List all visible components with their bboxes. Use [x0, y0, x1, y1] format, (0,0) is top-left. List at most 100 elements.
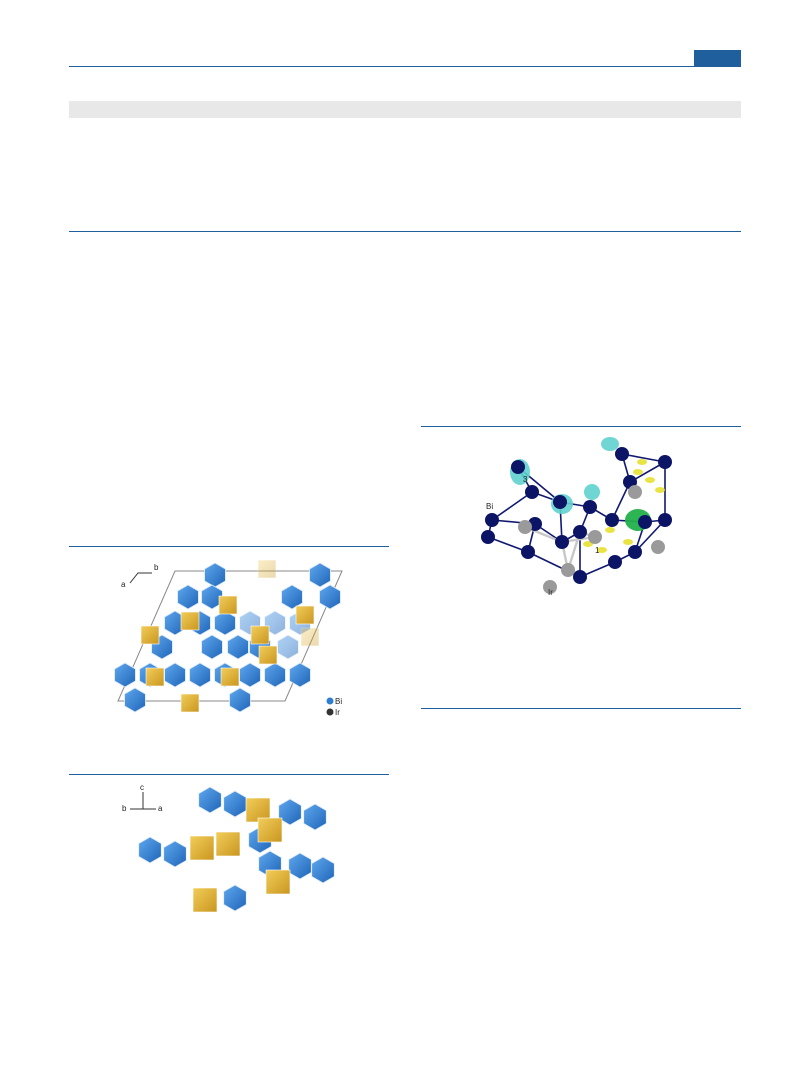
bi-polyhedron [124, 687, 146, 713]
bi-polyhedron [189, 662, 211, 688]
basin-cyan [601, 437, 619, 451]
legend-bi-swatch [326, 697, 334, 705]
axis-b-label: b [154, 563, 159, 572]
bi-polyhedron [319, 584, 341, 610]
bi-polyhedron [309, 562, 331, 588]
bi-polyhedron [163, 840, 187, 868]
header-rule [69, 66, 741, 67]
header-tab [694, 50, 741, 66]
bi-atom [481, 530, 495, 544]
basin-label-1: 1 [595, 546, 600, 555]
bi-atom [615, 447, 629, 461]
basin-yellow [633, 469, 643, 475]
atom-label-bi: Bi [486, 502, 493, 511]
bi-atom [553, 495, 567, 509]
ir-atom [651, 540, 665, 554]
bi-polyhedron [311, 856, 335, 884]
bi-polyhedron [303, 803, 327, 831]
bi-polyhedron [289, 662, 311, 688]
bi-polyhedron [138, 836, 162, 864]
ir-polyhedron [295, 605, 315, 625]
ir-polyhedron [220, 667, 240, 687]
ir-polyhedron [140, 625, 160, 645]
bi-atom [555, 535, 569, 549]
axis-c-label: c [140, 783, 144, 792]
axes-indicator [129, 572, 152, 584]
figure3-bottom-rule [421, 708, 741, 709]
figure1-top-rule [69, 546, 389, 547]
bi-polyhedron [278, 798, 302, 826]
ir-polyhedron [257, 817, 283, 843]
ir-polyhedron [257, 559, 277, 579]
bi-atom [511, 460, 525, 474]
figure2-structure: c b a [122, 783, 335, 913]
bi-polyhedron [198, 786, 222, 814]
bi-polyhedron [223, 790, 247, 818]
bi-polyhedron [288, 852, 312, 880]
unit-cell [117, 570, 343, 702]
bi-atom [521, 545, 535, 559]
figure3-cluster: Bi Ir 1 3 [481, 437, 672, 597]
bi-bi-bond [611, 481, 631, 521]
figure2-top-rule [69, 774, 389, 775]
basin-yellow [623, 539, 633, 545]
bi-polyhedron [201, 584, 223, 610]
basin-yellow [645, 477, 655, 483]
bi-atom [583, 500, 597, 514]
ir-polyhedron [265, 869, 291, 895]
bi-polyhedron [281, 584, 303, 610]
ir-polyhedron [192, 887, 218, 913]
basin-cyan [584, 484, 600, 500]
axis-b-label: b [122, 804, 127, 813]
bi-atom [658, 455, 672, 469]
bi-polyhedron [264, 610, 286, 636]
bi-atom [573, 525, 587, 539]
bi-atom [605, 513, 619, 527]
bi-bi-bond [491, 491, 533, 521]
basin-yellow [583, 541, 593, 547]
bi-polyhedron [264, 662, 286, 688]
bi-polyhedron [204, 562, 226, 588]
bi-atom [658, 513, 672, 527]
bi-atom [638, 515, 652, 529]
ir-atom [588, 530, 602, 544]
ir-polyhedron [180, 693, 200, 713]
basin-label-3: 3 [523, 475, 528, 484]
ir-polyhedron [189, 835, 215, 861]
basin-yellow [655, 487, 665, 493]
bi-polyhedron [114, 662, 136, 688]
bi-atom [573, 570, 587, 584]
figure3-top-rule [421, 426, 741, 427]
bi-polyhedron [214, 610, 236, 636]
bi-bi-bond [634, 519, 666, 553]
ir-polyhedron [215, 831, 241, 857]
layer-polyhedra [138, 786, 335, 913]
ir-polyhedron [180, 611, 200, 631]
legend-ir-label: Ir [335, 708, 340, 717]
axis-a-label: a [121, 580, 126, 589]
bi-polyhedron [223, 884, 247, 912]
bi-polyhedron [277, 634, 299, 660]
ir-polyhedron [250, 625, 270, 645]
legend-bi-label: Bi [335, 697, 342, 706]
basin-yellow [597, 547, 607, 553]
ir-polyhedron [218, 595, 238, 615]
basin-yellow [605, 527, 615, 533]
ir-polyhedron [258, 645, 278, 665]
polyhedra-network [114, 559, 341, 713]
ir-polyhedron [300, 627, 320, 647]
bi-atom [628, 545, 642, 559]
title-bar [69, 101, 741, 118]
bi-polyhedron [177, 584, 199, 610]
bi-bi-bond [487, 536, 529, 553]
legend-ir-swatch [326, 708, 334, 716]
ir-atom [561, 563, 575, 577]
atom-label-ir: Ir [548, 588, 553, 597]
bi-polyhedron [201, 634, 223, 660]
ir-atom [628, 485, 642, 499]
atom-spheres [481, 447, 672, 594]
axis-a-label: a [158, 804, 163, 813]
bi-polyhedron [227, 634, 249, 660]
ir-atom [543, 580, 557, 594]
bi-atom [525, 485, 539, 499]
